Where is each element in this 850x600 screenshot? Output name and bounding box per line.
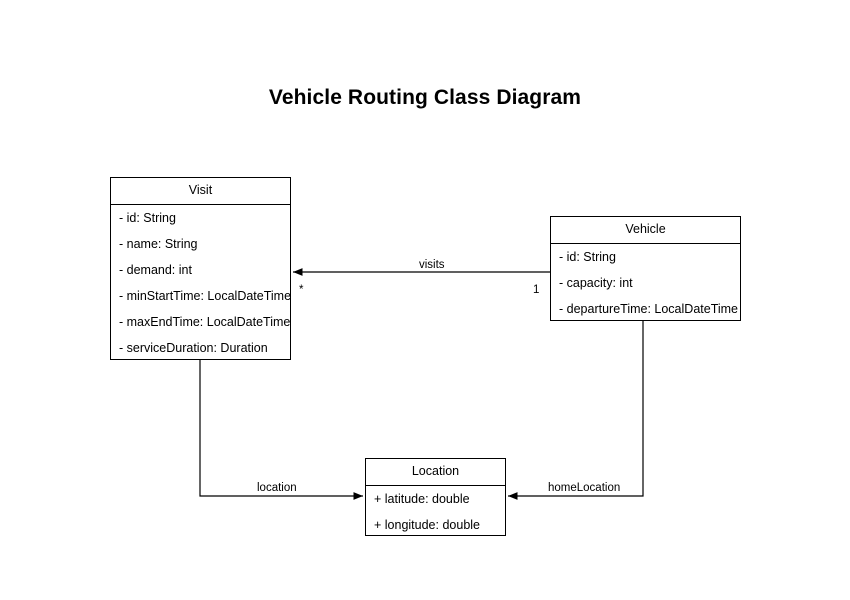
page-title: Vehicle Routing Class Diagram — [268, 86, 582, 109]
uml-class-visit[interactable]: Visit - id: String - name: String - dema… — [110, 177, 291, 360]
attribute-row: - id: String — [119, 211, 176, 225]
attribute-row: - minStartTime: LocalDateTime — [119, 289, 292, 303]
attribute-row: - demand: int — [119, 263, 192, 277]
edge-location — [199, 360, 363, 500]
attribute-row: - maxEndTime: LocalDateTime — [119, 315, 291, 329]
edge-label-location: location — [254, 482, 300, 494]
attribute-row: + latitude: double — [374, 492, 470, 506]
edge-home-location — [508, 321, 644, 500]
edge-label-home-location: homeLocation — [545, 482, 624, 494]
attribute-row: + longitude: double — [374, 518, 480, 532]
attribute-row: - id: String — [559, 250, 616, 264]
attribute-row: - departureTime: LocalDateTime — [559, 302, 739, 316]
class-name-vehicle: Vehicle — [551, 217, 740, 244]
class-name-visit: Visit — [111, 178, 290, 205]
uml-class-vehicle[interactable]: Vehicle - id: String - capacity: int - d… — [550, 216, 741, 321]
multiplicity-vehicle-side: 1 — [533, 284, 540, 296]
attribute-list-visit: - id: String - name: String - demand: in… — [111, 205, 292, 361]
edge-label-visits: visits — [416, 259, 448, 271]
attribute-row: - capacity: int — [559, 276, 633, 290]
class-name-location: Location — [366, 459, 505, 486]
attribute-row: - name: String — [119, 237, 198, 251]
attribute-list-vehicle: - id: String - capacity: int - departure… — [551, 244, 740, 322]
attribute-list-location: + latitude: double + longitude: double — [366, 486, 505, 538]
multiplicity-visit-side: * — [299, 284, 304, 296]
uml-class-location[interactable]: Location + latitude: double + longitude:… — [365, 458, 506, 536]
attribute-row: - serviceDuration: Duration — [119, 341, 268, 355]
